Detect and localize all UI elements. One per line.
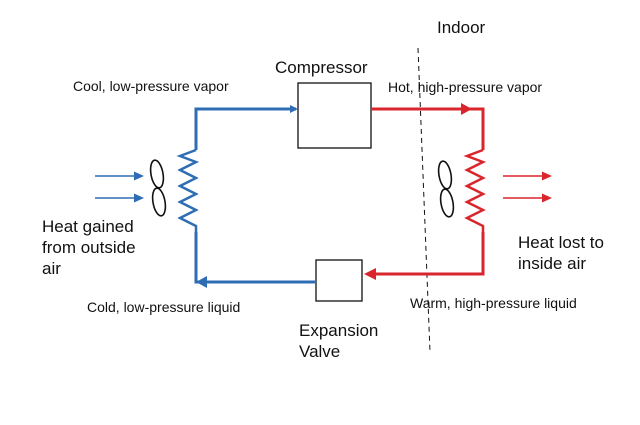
- hot-vapor-label: Hot, high-pressure vapor: [388, 79, 543, 95]
- indoor-coil: [463, 148, 487, 232]
- cold-liquid-arrowhead: [196, 276, 207, 288]
- heat-gained-label: Heat gained from outside air: [42, 216, 136, 279]
- warm-liquid-arrowhead: [364, 268, 376, 280]
- hot-vapor-line: [371, 107, 485, 150]
- expansion-valve-label-line-1: Expansion: [299, 321, 379, 340]
- compressor-label: Compressor: [275, 58, 368, 77]
- hot-vapor-arrowhead: [461, 103, 472, 115]
- heat-lost-label: Heat lost to inside air: [518, 232, 604, 274]
- compressor-box: [297, 82, 372, 149]
- heat-lost-line-1: Heat lost to: [518, 233, 604, 252]
- expansion-valve-box: [315, 259, 363, 302]
- indoor-label: Indoor: [437, 18, 486, 37]
- outdoor-fan-icon: [149, 159, 167, 217]
- expansion-valve-label: Expansion Valve: [299, 320, 378, 362]
- heat-gained-line-3: air: [42, 259, 61, 278]
- cold-vapor-line: [194, 105, 298, 150]
- cold-liquid-label: Cold, low-pressure liquid: [87, 299, 241, 315]
- cold-liquid-line: [194, 232, 316, 284]
- heat-lost-line-2: inside air: [518, 254, 587, 273]
- inside-air-arrows: [503, 171, 552, 203]
- indoor-fan-icon: [437, 160, 455, 218]
- indoor-divider: [417, 47, 431, 353]
- warm-liquid-label: Warm, high-pressure liquid: [410, 295, 577, 311]
- cool-vapor-label: Cool, low-pressure vapor: [73, 78, 229, 94]
- heat-gained-line-2: from outside: [42, 238, 136, 257]
- outdoor-coil: [176, 148, 200, 232]
- heat-gained-line-1: Heat gained: [42, 217, 134, 236]
- outside-air-arrows: [95, 171, 144, 203]
- warm-liquid-line: [370, 232, 485, 276]
- expansion-valve-label-line-2: Valve: [299, 342, 341, 361]
